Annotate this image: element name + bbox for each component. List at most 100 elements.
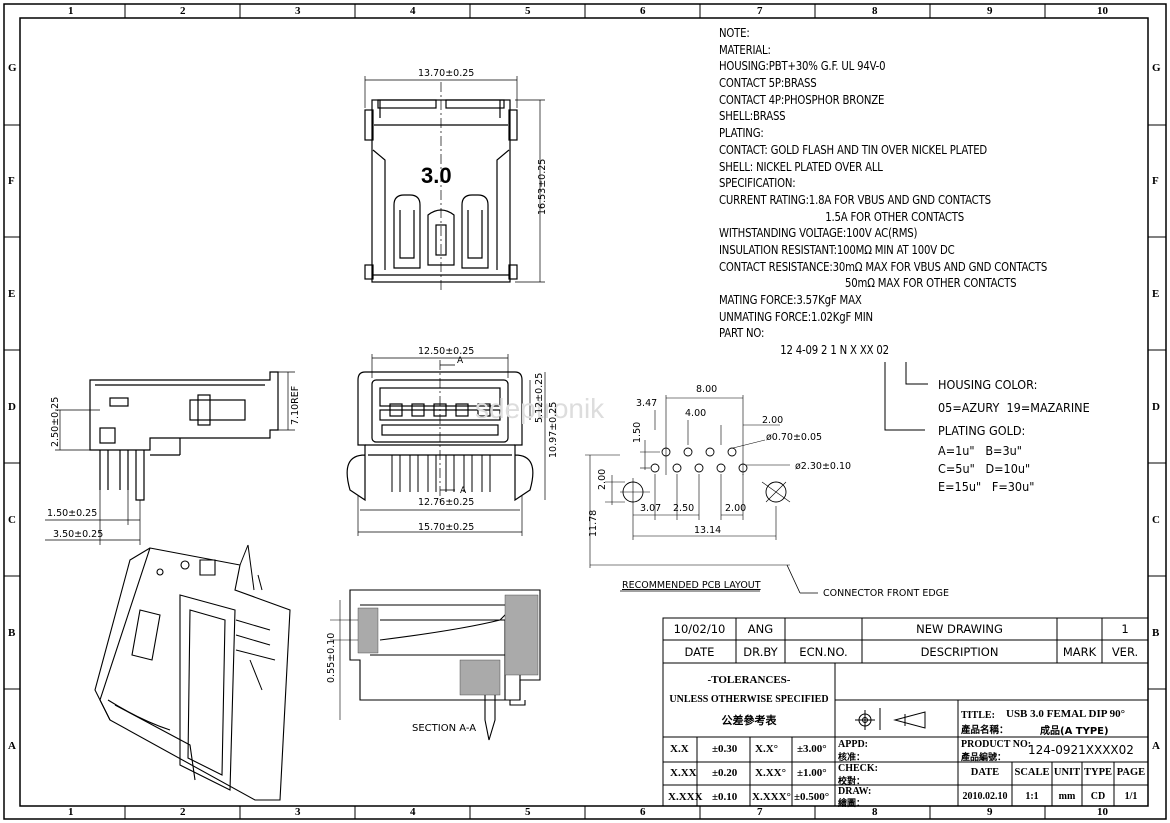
rev-description: NEW DRAWING [916,622,1003,636]
plating-gold-option: A=1u" B=3u" [938,443,1022,458]
info-header-unit: UNIT [1053,767,1081,778]
dim-side-pin: 2.50±0.25 [50,396,61,447]
info-header-scale: SCALE [1014,767,1050,778]
title-value: USB 3.0 FEMAL DIP 90° [1006,708,1125,720]
info-header-date: DATE [970,767,1000,778]
note-line: SHELL:BRASS [719,108,786,124]
notes-block: NOTE: MATERIAL: HOUSING:PBT+30% G.F. UL … [719,25,1047,359]
note-line: NOTE: [719,25,750,40]
row-label-b-right: B [1152,627,1160,639]
dim-pcb-150: 1.50 [632,421,643,443]
column-ticks [124,4,1046,819]
dim-section-h: 0.55±0.10 [326,632,337,683]
info-type: CD [1090,791,1106,802]
note-line: CONTACT RESISTANCE:30mΩ MAX FOR VBUS AND… [719,258,1048,274]
note-line: PART NO: [719,325,765,341]
rev-header-description: DESCRIPTION [920,645,999,659]
info-unit: mm [1058,791,1076,802]
dim-top-height: 16.53±0.25 [537,158,548,215]
note-line: CONTACT 4P:PHOSPHOR BRONZE [719,91,885,107]
row-label-f-right: F [1152,175,1159,187]
title-cn-label: 產品名稱： [961,725,1009,736]
dim-front-width-bottom: 15.70±0.25 [418,522,475,533]
col-label-5: 5 [525,5,531,17]
row-label-c-right: C [1152,514,1160,526]
product-no-cn: 產品編號： [961,753,1007,763]
row-label-d-right: D [1152,401,1160,413]
rev-drawn-by: ANG [747,622,774,636]
dim-top-width: 13.70±0.25 [418,68,475,79]
note-line: CURRENT RATING:1.8A FOR VBUS AND GND CON… [719,191,991,207]
dim-front-width-mid: 12.76±0.25 [418,497,475,508]
tol-k2: X.XXX° [752,791,791,803]
dim-pcb-307: 3.07 [640,503,662,514]
rev-date: 10/02/10 [673,622,726,636]
top-view [364,76,545,290]
inner-border [19,17,1149,807]
dim-pcb-400: 4.00 [685,408,707,419]
tolerances-title: -TOLERANCES- [707,674,791,686]
tol-k1: X.X [670,743,689,755]
product-no-value: 124-0921XXXX02 [1028,743,1134,757]
col-label-8: 8 [872,5,878,17]
info-scale: 1:1 [1025,791,1039,802]
col-label-4: 4 [410,5,416,17]
row-label-f: F [8,175,15,187]
col-label-10: 10 [1097,5,1108,17]
col-label-5-bottom: 5 [525,806,531,818]
connector-front-edge-label: CONNECTOR FRONT EDGE [823,588,950,599]
iso-view [94,544,291,801]
dim-side-height: 7.10REF [290,385,301,425]
section-label: SECTION A-A [412,723,477,734]
section-marker-top: A [457,356,464,366]
dim-pcb-200a: 2.00 [762,415,784,426]
rev-header-drby: DR.BY [743,645,778,659]
dim-pcb-1314: 13.14 [694,525,722,536]
row-label-e: E [8,288,16,300]
dim-front-width-top: 12.50±0.25 [418,346,475,357]
col-label-3: 3 [295,5,301,17]
col-label-10-bottom: 10 [1097,806,1108,818]
dim-front-h2: 10.97±0.25 [548,401,559,458]
tol-k1: X.XXX [668,791,703,803]
info-date: 2010.02.10 [962,791,1008,802]
rev-header-date: DATE [684,645,715,659]
col-label-9: 9 [987,5,993,17]
row-label-g-right: G [1152,62,1161,74]
dim-pcb-hole-large: ø2.30±0.10 [795,461,852,472]
rev-header-mark: MARK [1062,645,1097,659]
tol-k1: X.XX [670,767,697,779]
note-line: 1.5A FOR OTHER CONTACTS [825,208,965,224]
col-label-4-bottom: 4 [410,806,416,818]
dim-pcb-200b: 2.00 [597,468,608,490]
pcb-layout [585,395,818,594]
col-label-6-bottom: 6 [640,806,646,818]
note-line: MATERIAL: [719,41,771,57]
section-hatch [357,594,539,696]
rev-header-ecn: ECN.NO. [799,645,848,659]
info-page: 1/1 [1124,791,1138,802]
note-line: 50mΩ MAX FOR OTHER CONTACTS [845,275,1017,291]
row-ticks [4,124,1166,690]
top-view-label: 3.0 [421,163,452,188]
row-label-c: C [8,514,16,526]
tolerances-sub: UNLESS OTHERWISE SPECIFIED [669,694,829,705]
housing-color-label: HOUSING COLOR: [938,377,1038,392]
col-label-9-bottom: 9 [987,806,993,818]
tol-v2: ±1.00° [797,767,827,779]
row-label-e-right: E [1152,288,1160,300]
info-header-type: TYPE [1083,767,1112,778]
col-label-3-bottom: 3 [295,806,301,818]
tol-v1: ±0.10 [712,791,738,803]
row-label-d: D [8,401,16,413]
dim-pcb-1178: 11.78 [588,509,599,537]
front-view [346,354,546,536]
note-line: INSULATION RESISTANT:100MΩ MIN AT 100V D… [719,241,955,257]
tol-v1: ±0.30 [712,743,738,755]
note-line: SHELL: NICKEL PLATED OVER ALL [719,158,883,174]
section-marker-bottom: A [460,486,467,496]
title-cn-value: 成品(A TYPE) [1040,726,1109,737]
plating-gold-option: C=5u" D=10u" [938,461,1031,476]
info-header-page: PAGE [1116,767,1146,778]
dim-pcb-800: 8.00 [696,384,718,395]
